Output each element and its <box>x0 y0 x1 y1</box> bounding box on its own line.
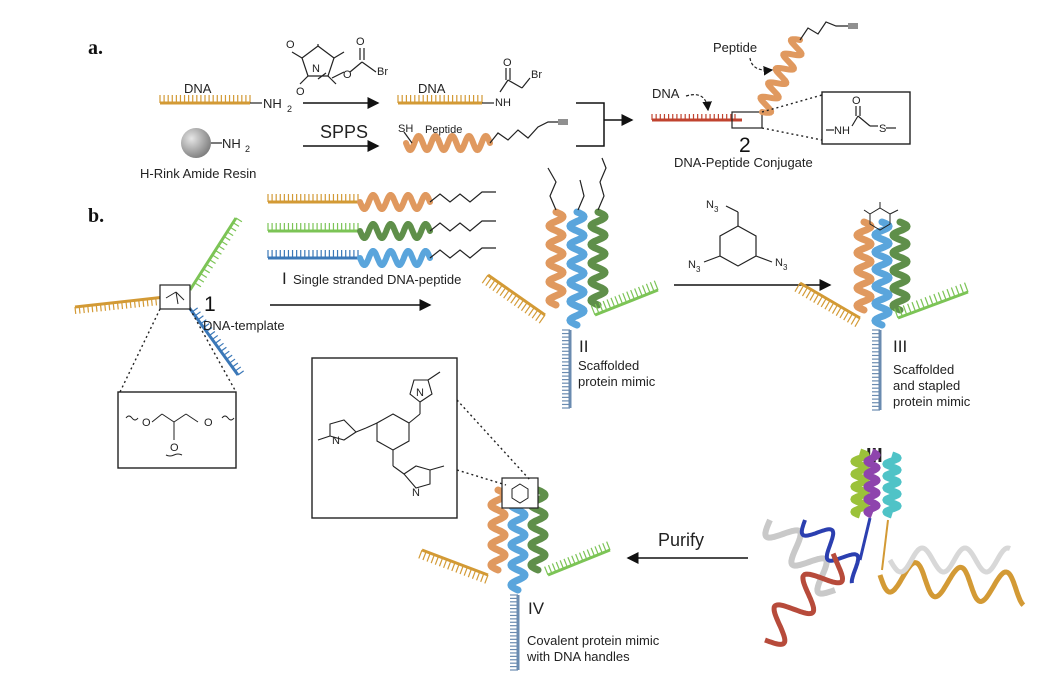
nhs-n: N <box>312 63 320 75</box>
nhs-o-carbonyl: O <box>356 36 365 48</box>
bromo-br: Br <box>531 69 542 81</box>
tris-azide-structure <box>703 205 773 267</box>
zoom-line-bottom <box>761 127 823 141</box>
peptide-label: Peptide <box>425 124 462 136</box>
stapled-label-3: protein mimic <box>893 394 971 409</box>
template-label: DNA-template <box>203 318 285 333</box>
nhs-br: Br <box>377 66 388 78</box>
stapled-number: III <box>893 337 907 356</box>
ss-dna-peptide-green <box>267 220 496 241</box>
step-2-number: 2 <box>739 134 751 157</box>
linkage-nh: NH <box>834 125 850 137</box>
triazole-n-left: N <box>332 435 340 447</box>
thioether-linkage-box <box>821 91 911 145</box>
dna-strand-amine <box>159 95 262 105</box>
ss-dna-peptide-orange <box>267 191 496 212</box>
covalent-label-2: with DNA handles <box>526 649 630 664</box>
template-junction-box <box>159 284 191 310</box>
dna-strand-bromoacetamide <box>397 68 531 105</box>
amine-label: NH <box>263 96 282 111</box>
ss-number: I <box>282 269 287 288</box>
azide-top-sub: 3 <box>714 205 719 214</box>
nhs-o-top: O <box>286 39 295 51</box>
conjugate-label: DNA-Peptide Conjugate <box>674 155 813 170</box>
azide-left-sub: 3 <box>696 265 701 274</box>
panel-a-label: a. <box>88 37 103 59</box>
amide-o: O <box>503 57 512 69</box>
nhs-bromoacetate-structure <box>291 44 377 85</box>
molecular-structure-render <box>762 448 1026 647</box>
azide-right: N <box>775 257 783 269</box>
scaffolded-protein-mimic <box>481 157 659 409</box>
covalent-label-1: Covalent protein mimic <box>527 633 660 648</box>
stapled-label-2: and stapled <box>893 378 960 393</box>
scaffold-number: II <box>579 337 588 356</box>
zoom-line-top <box>761 94 823 113</box>
resin-amine-sub: 2 <box>245 144 250 154</box>
triazole-zoom-line-top <box>456 399 531 481</box>
scaffold-label-2: protein mimic <box>578 374 656 389</box>
ss-label: Single stranded DNA-peptide <box>293 272 461 287</box>
resin-bead <box>181 128 222 158</box>
peptide-helix-sh <box>403 119 568 154</box>
amine-subscript: 2 <box>287 104 292 114</box>
linker-o-left: O <box>142 417 151 429</box>
peptide-pointer-arrow <box>749 57 774 76</box>
purify-label: Purify <box>658 530 704 550</box>
linker-o-bottom: O <box>170 442 179 454</box>
covalent-number: IV <box>528 599 545 618</box>
template-zoom-line-right <box>189 308 237 393</box>
scaffold-label-1: Scaffolded <box>578 358 639 373</box>
linker-o-right: O <box>204 417 213 429</box>
stapled-protein-mimic <box>794 202 969 411</box>
tris-triazole-box <box>311 357 458 519</box>
nhs-o-bottom: O <box>296 86 305 98</box>
ss-dna-peptide-blue <box>267 247 496 268</box>
triazole-n-top: N <box>416 387 424 399</box>
conjugate-dna-label: DNA <box>652 86 680 101</box>
thiol-sh: SH <box>398 123 413 135</box>
glycerol-linker-box <box>117 391 237 469</box>
azide-left: N <box>688 259 696 271</box>
panel-b-label: b. <box>88 205 104 227</box>
linkage-o: O <box>852 95 861 107</box>
template-zoom-line-left <box>119 308 161 393</box>
conjugate-peptide-label: Peptide <box>713 40 757 55</box>
amide-nh: NH <box>495 97 511 109</box>
linkage-s: S <box>879 123 886 135</box>
azide-top: N <box>706 199 714 211</box>
dna-pointer-arrow <box>685 94 712 112</box>
triazole-n-bottom: N <box>412 487 420 499</box>
dna-template-trimer <box>74 217 245 376</box>
resin-label: H-Rink Amide Resin <box>140 166 256 181</box>
spps-label: SPPS <box>320 122 368 142</box>
dna-label-2: DNA <box>418 81 446 96</box>
dna-label: DNA <box>184 81 212 96</box>
template-number: 1 <box>204 293 216 316</box>
resin-amine: NH <box>222 136 241 151</box>
triazole-zoom-line-bottom <box>456 469 507 486</box>
merge-bracket <box>576 102 605 147</box>
covalent-protein-mimic <box>418 477 611 671</box>
nhs-o-link: O <box>343 69 352 81</box>
linkage-zoom-box <box>731 111 763 129</box>
stapled-label-1: Scaffolded <box>893 362 954 377</box>
azide-right-sub: 3 <box>783 263 788 272</box>
dna-peptide-conjugate <box>651 21 858 129</box>
